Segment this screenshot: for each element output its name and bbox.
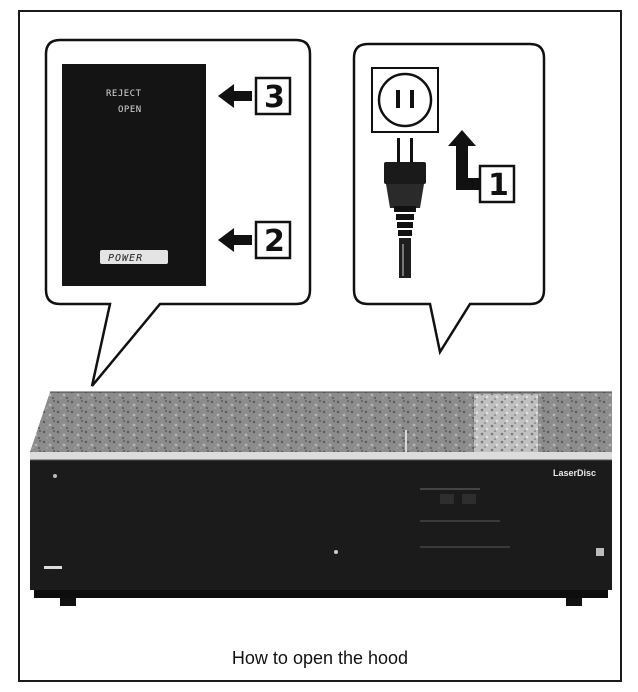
figure-caption: How to open the hood	[18, 648, 622, 669]
laserdisc-player: LaserDisc	[30, 392, 612, 606]
step-3-number: 3	[264, 80, 285, 115]
eject-label-line1: REJECT	[106, 89, 142, 99]
outlet-icon	[372, 68, 438, 132]
step-1-number: 1	[488, 168, 509, 203]
callout-power-plug: 1	[354, 44, 544, 352]
brand-logo: LaserDisc	[553, 468, 596, 478]
step-2-number: 2	[264, 224, 285, 259]
eject-label-line2: OPEN	[118, 105, 142, 115]
power-label: POWER	[108, 253, 143, 264]
callout-front-panel: REJECT OPEN POWER 3 2	[46, 40, 310, 386]
player-front	[30, 460, 612, 590]
